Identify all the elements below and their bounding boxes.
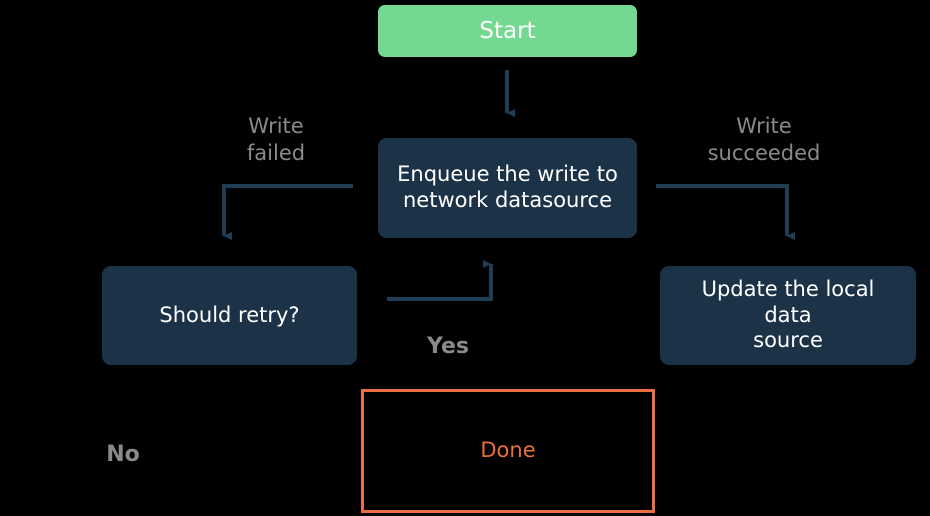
edge-retry-to-enqueue	[387, 259, 493, 301]
edge-label-write-succeeded: Write succeeded	[707, 114, 821, 166]
node-start[interactable]: Start	[378, 5, 637, 57]
edge-label-write-failed: Write failed	[246, 114, 306, 166]
edge-label-yes: Yes	[427, 334, 469, 359]
edge-enqueue-to-update	[656, 184, 796, 241]
node-enqueue-write-label: Enqueue the write to network datasource	[397, 162, 618, 212]
edge-label-no: No	[106, 442, 140, 467]
node-update-local-datasource[interactable]: Update the local data source	[660, 266, 916, 365]
node-enqueue-write[interactable]: Enqueue the write to network datasource	[378, 138, 637, 238]
edge-enqueue-to-retry	[222, 184, 353, 241]
node-should-retry-label: Should retry?	[159, 302, 300, 327]
node-update-local-datasource-label: Update the local data source	[701, 277, 875, 353]
node-done-label: Done	[480, 438, 536, 463]
node-done[interactable]: Done	[361, 389, 655, 513]
node-should-retry[interactable]: Should retry?	[102, 266, 357, 365]
node-start-label: Start	[479, 17, 536, 44]
